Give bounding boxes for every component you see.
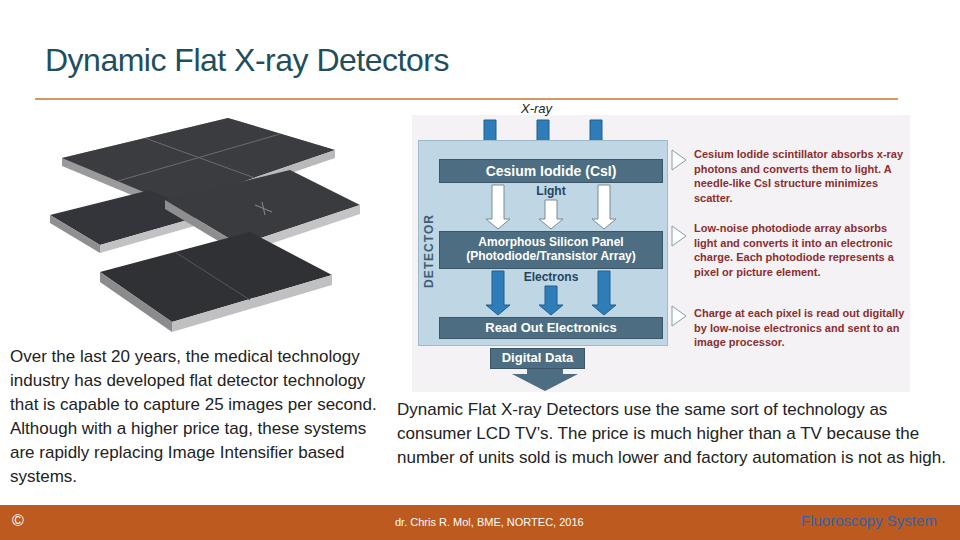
copyright-mark: © <box>12 512 24 530</box>
callout-pointers <box>672 150 686 326</box>
body-paragraph: Over the last 20 years, the medical tech… <box>10 345 390 489</box>
layer-band: Read Out Electronics <box>439 317 663 339</box>
layer-band: Amorphous Silicon Panel (Photodiode/Tran… <box>439 231 663 269</box>
box-text: Cesium Iodide (CsI) <box>486 163 617 179</box>
box-text: Amorphous Silicon Panel (Photodiode/Tran… <box>444 236 658 264</box>
vertical-label: DETECTOR <box>422 214 436 288</box>
body-paragraph: Dynamic Flat X-ray Detectors use the sam… <box>397 398 947 470</box>
flow-label: Electrons <box>524 270 579 284</box>
title-rule <box>35 98 898 100</box>
detector-photo <box>50 118 360 332</box>
footer-credit: dr. Chris R. Mol, BME, NORTEC, 2016 <box>395 516 584 528</box>
diagram-ground <box>412 115 910 392</box>
slide-title: Dynamic Flat X-ray Detectors <box>45 42 449 79</box>
flow-arrows <box>486 185 616 229</box>
layer-band: Cesium Iodide (CsI) <box>439 159 663 183</box>
callout-note: Low-noise photodiode array absorbs light… <box>694 221 908 279</box>
beam-label: X-ray <box>521 101 552 116</box>
footer-section: Fluoroscopy System <box>801 512 937 529</box>
output-box: Digital Data <box>490 348 585 369</box>
output-arrow <box>512 368 578 391</box>
flow-arrows <box>486 271 616 315</box>
flow-label: Light <box>536 184 565 198</box>
photo-ground <box>38 110 370 342</box>
callout-note: Cesium Iodide scintillator absorbs x-ray… <box>694 147 908 205</box>
box-text: Read Out Electronics <box>485 321 616 336</box>
detector-panel: DETECTOR Cesium Iodide (CsI) Amorphous Sil… <box>418 140 668 346</box>
callout-note: Charge at each pixel is read out digital… <box>694 306 908 350</box>
box-text: Digital Data <box>502 351 574 366</box>
footer-bar <box>0 505 960 540</box>
